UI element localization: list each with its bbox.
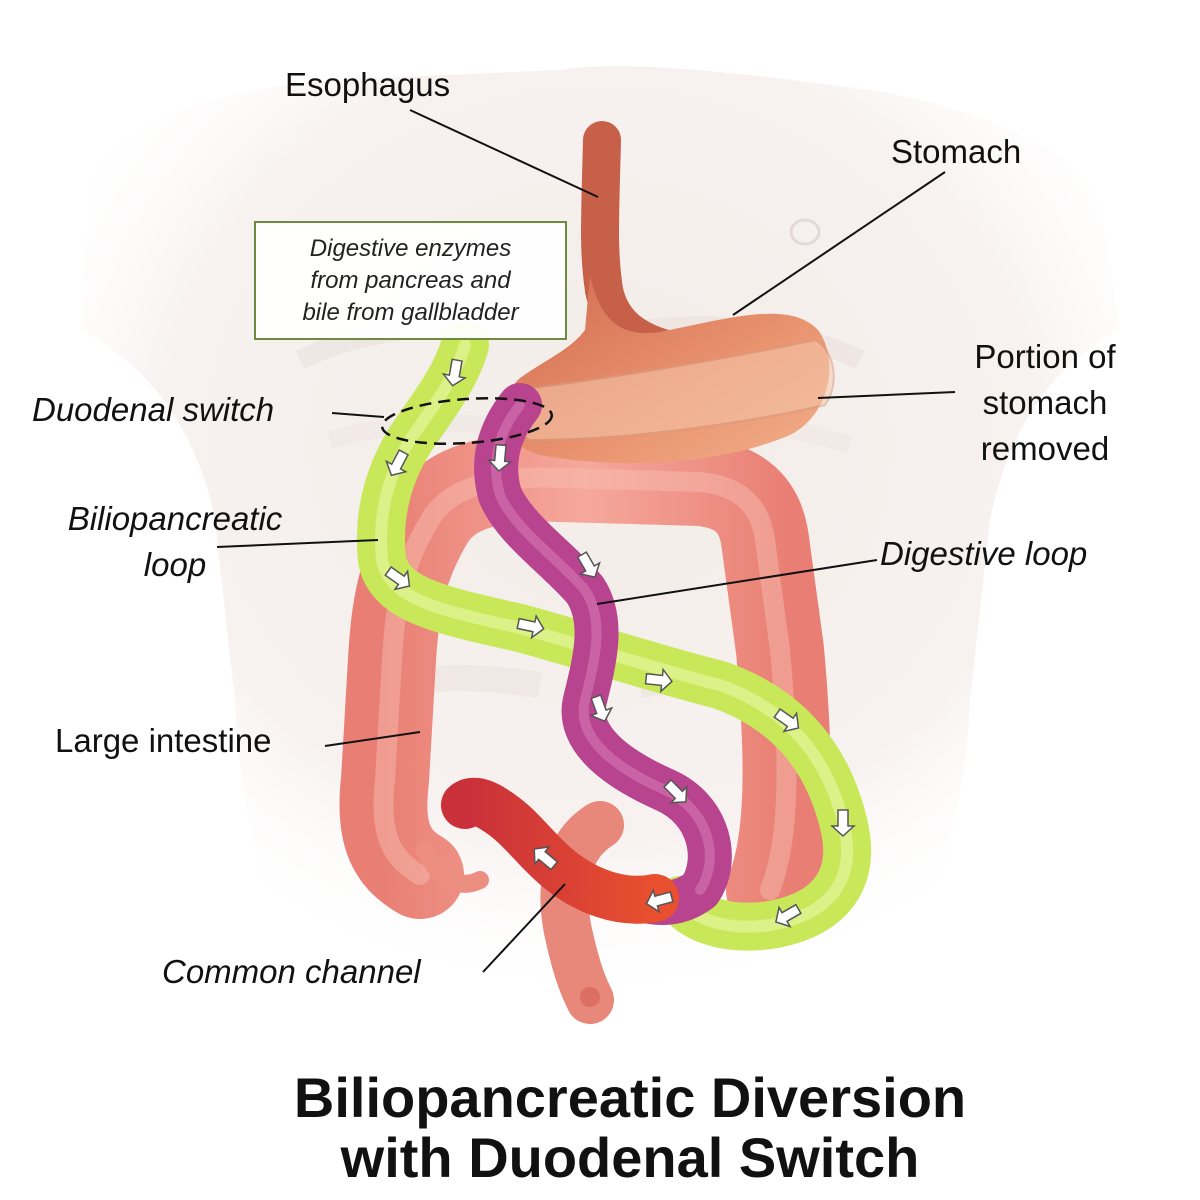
leader-lines (216, 109, 956, 973)
flow-arrow-icon (385, 449, 410, 477)
duodenal-switch-marker (380, 397, 554, 445)
label-digestive-loop: Digestive loop (880, 535, 1088, 572)
flow-arrow-icon (441, 358, 468, 387)
label-portion-removed: Portion of stomach removed (974, 338, 1116, 467)
label-duodenal-switch: Duodenal switch (32, 391, 275, 428)
leader-large-intestine (324, 731, 421, 747)
label-esophagus: Esophagus (285, 66, 451, 103)
callout-box: Digestive enzymes from pancreas and bile… (254, 221, 567, 340)
label-common-channel: Common channel (162, 953, 421, 990)
flow-arrow-icon (830, 809, 856, 838)
common-channel-tube (441, 777, 679, 924)
leader-biliopancreatic-loop (216, 539, 379, 548)
leader-duodenal-switch (331, 412, 385, 418)
label-large-intestine: Large intestine (55, 722, 272, 759)
leader-esophagus (409, 109, 599, 198)
flow-arrow-icon (576, 551, 601, 579)
flow-arrow-icon (645, 888, 674, 914)
flow-arrow-icon (384, 565, 411, 591)
flow-arrow-icon (533, 845, 559, 871)
flow-arrow-icon (516, 614, 545, 640)
flow-arrow-icon (644, 667, 673, 694)
label-biliopancreatic-loop: Biliopancreatic loop (67, 500, 283, 583)
flow-arrow-icon (588, 694, 614, 723)
flow-arrows (384, 358, 856, 928)
removed-stomach-portion (509, 338, 835, 442)
label-stomach: Stomach (891, 133, 1022, 170)
leader-stomach (732, 171, 946, 316)
leader-portion-removed (817, 391, 956, 399)
leader-digestive-loop (596, 559, 878, 605)
flow-arrow-icon (662, 778, 688, 804)
flow-arrow-icon (774, 903, 802, 928)
stomach-shape (504, 275, 835, 464)
leader-common-channel (482, 883, 566, 973)
callout-text: Digestive enzymes from pancreas and bile… (302, 235, 519, 326)
page-title: Biliopancreatic Diversion with Duodenal … (293, 1066, 967, 1189)
flow-arrow-icon (773, 707, 800, 733)
flow-arrow-icon (486, 443, 513, 472)
